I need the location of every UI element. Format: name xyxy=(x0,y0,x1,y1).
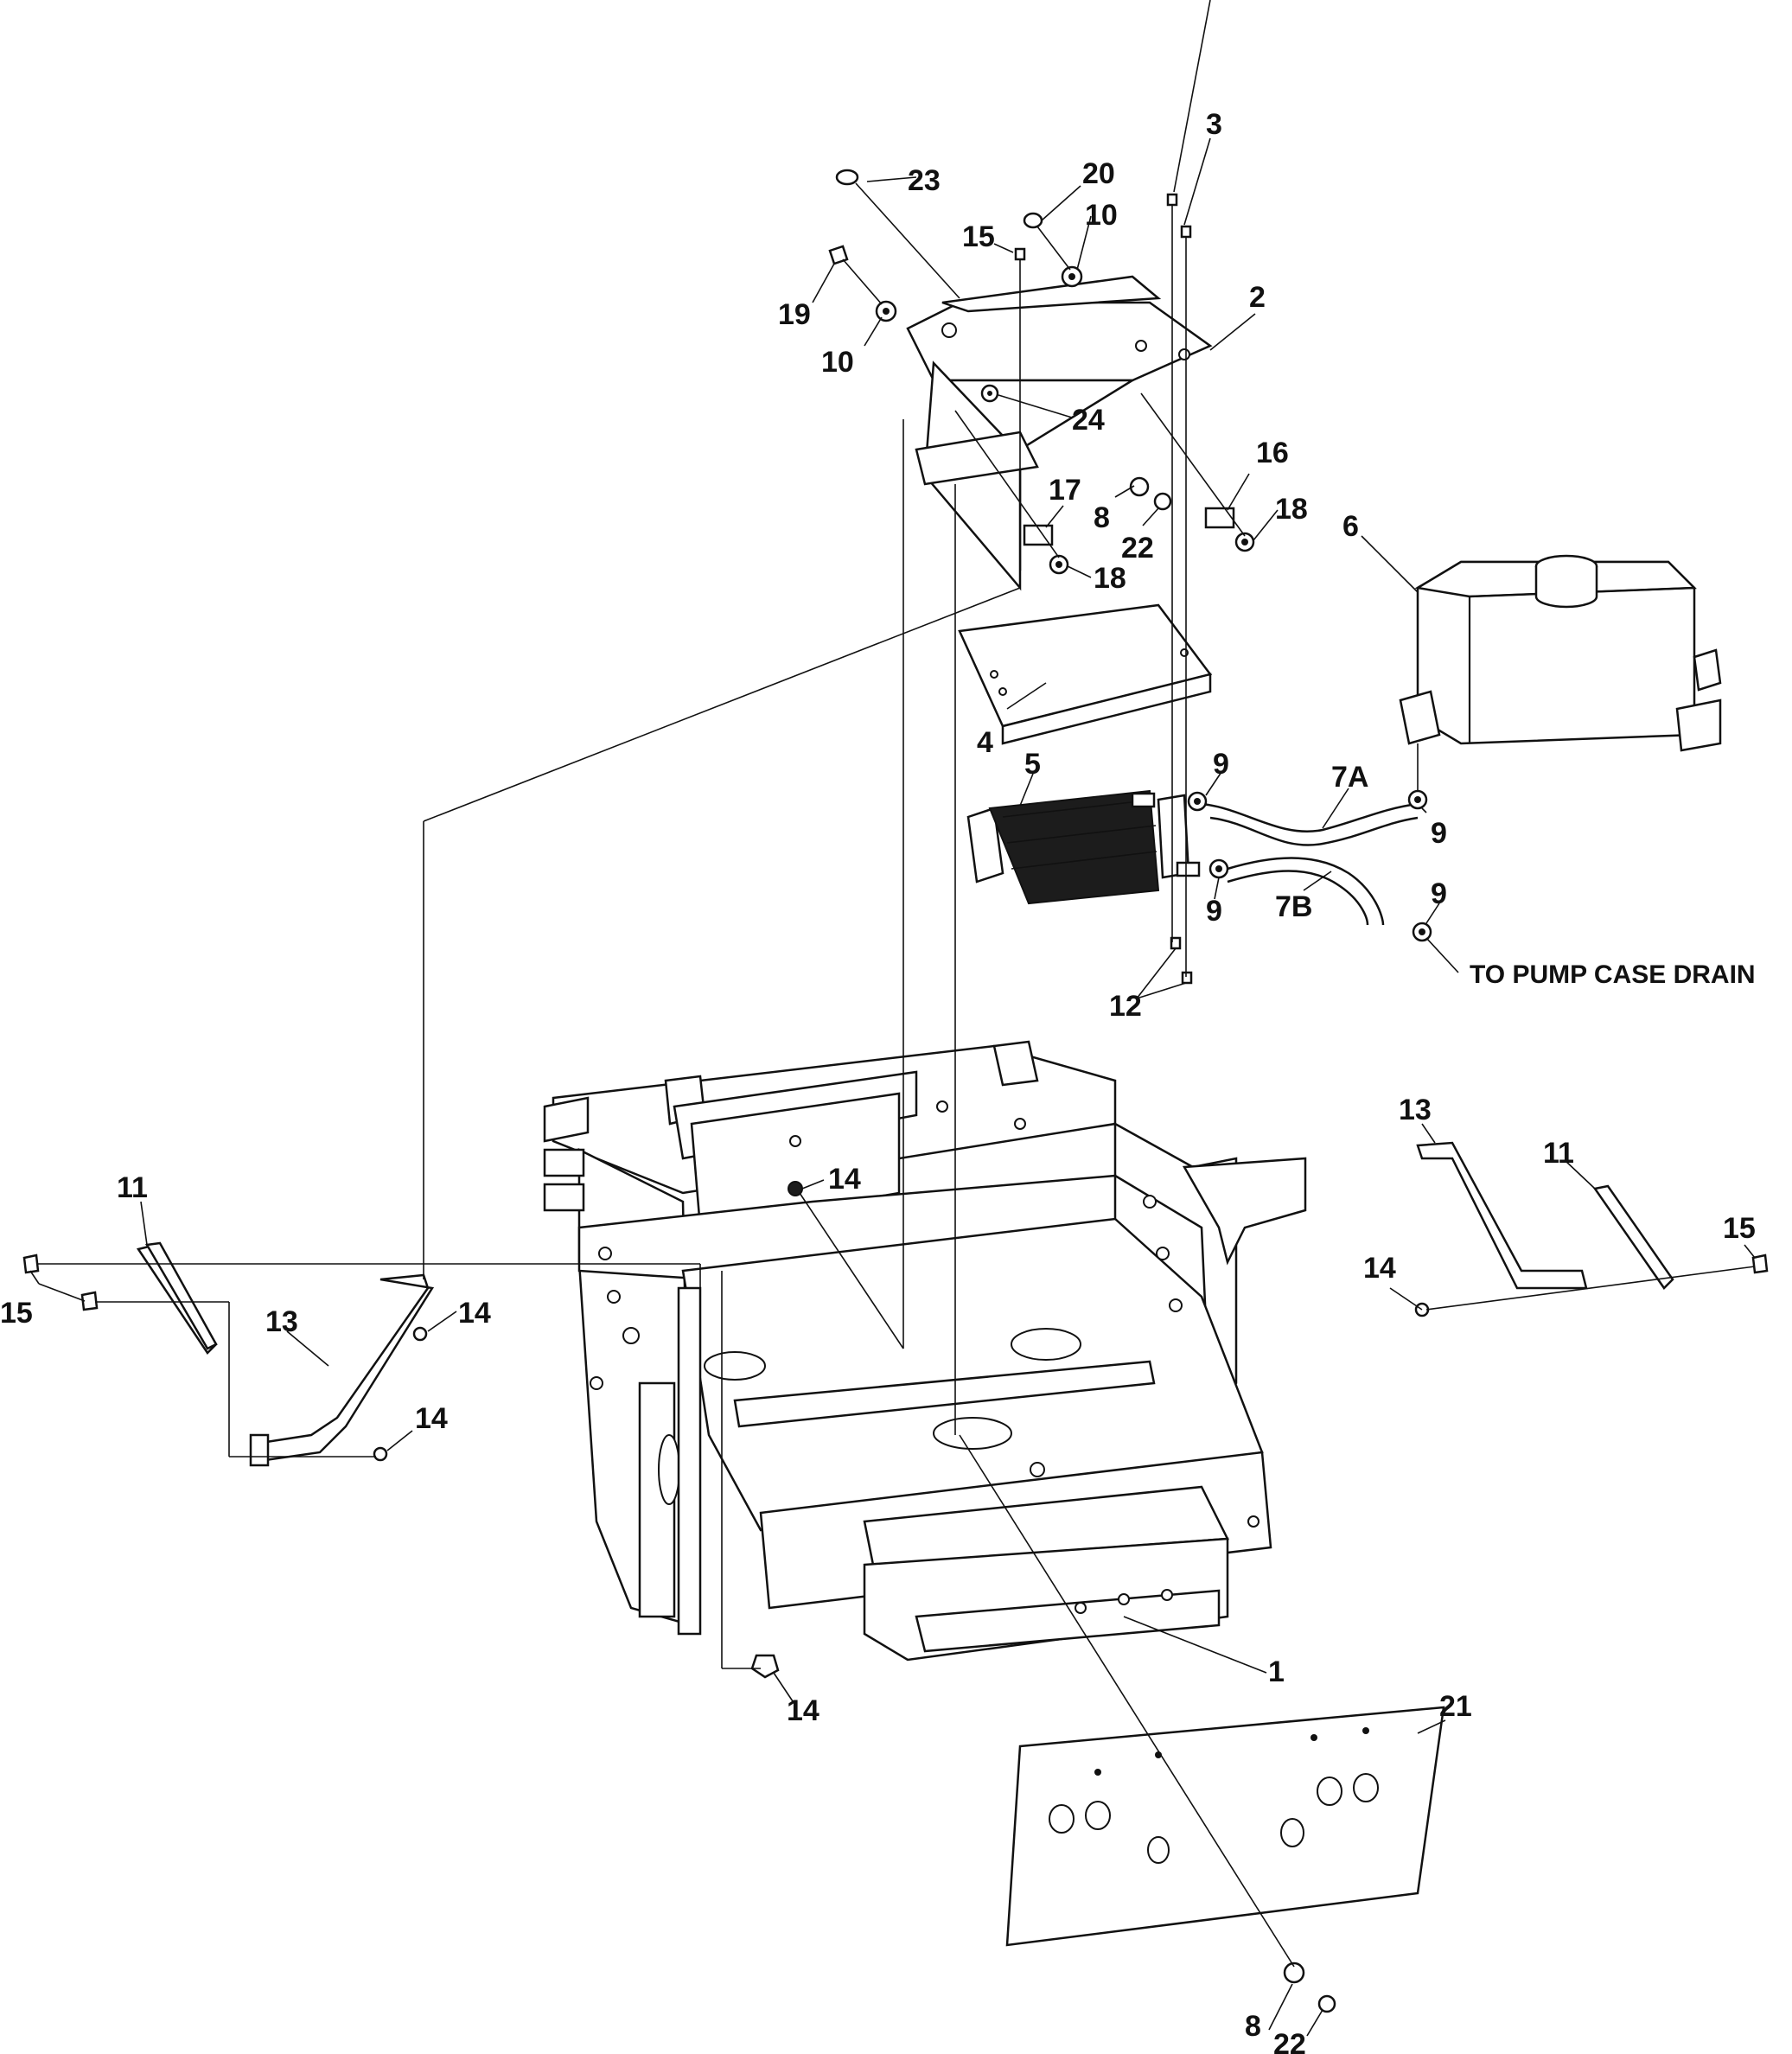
callout-8-top: 8 xyxy=(1094,501,1110,534)
callout-14-strap-bottom: 14 xyxy=(415,1402,448,1435)
callout-12: 12 xyxy=(1109,990,1142,1023)
hose-7b xyxy=(1227,857,1385,926)
callout-11-left: 11 xyxy=(117,1171,148,1204)
callout-11-right: 11 xyxy=(1543,1137,1574,1170)
callout-9-b: 9 xyxy=(1431,817,1447,850)
right-bracket xyxy=(1592,1184,1674,1290)
callout-9-a: 9 xyxy=(1213,748,1229,781)
callout-15-left: 15 xyxy=(0,1297,33,1330)
seat-bracket xyxy=(906,275,1213,591)
panel xyxy=(1005,1706,1445,1947)
callout-9-d: 9 xyxy=(1431,877,1447,910)
callout-6: 6 xyxy=(1342,510,1359,543)
callout-18-left: 18 xyxy=(1094,562,1126,595)
callout-7b: 7B xyxy=(1275,890,1312,923)
callout-10-a: 10 xyxy=(1085,199,1118,232)
reservoir-tank xyxy=(1399,554,1722,752)
callout-22-top: 22 xyxy=(1121,532,1154,565)
callout-13-left: 13 xyxy=(265,1305,298,1338)
callout-15-top: 15 xyxy=(962,220,995,253)
callout-10-b: 10 xyxy=(821,346,854,379)
hose-7a xyxy=(1201,802,1419,846)
plate xyxy=(958,603,1213,745)
callout-17: 17 xyxy=(1049,474,1081,507)
callout-1: 1 xyxy=(1268,1655,1285,1688)
callout-4: 4 xyxy=(977,726,993,759)
main-frame xyxy=(543,1040,1307,1662)
callout-22-bottom: 22 xyxy=(1273,2028,1306,2054)
callout-13-right: 13 xyxy=(1399,1094,1432,1126)
callout-15-right: 15 xyxy=(1723,1212,1756,1245)
callout-14-strap-top: 14 xyxy=(458,1297,491,1330)
callout-23: 23 xyxy=(908,164,941,197)
callout-16: 16 xyxy=(1256,437,1289,469)
callout-14-bottom: 14 xyxy=(787,1694,819,1727)
callout-5: 5 xyxy=(1024,748,1041,781)
callout-14-right: 14 xyxy=(1363,1252,1396,1285)
pump-case-drain-note: TO PUMP CASE DRAIN xyxy=(1470,960,1756,989)
left-bracket xyxy=(136,1241,218,1355)
callout-20: 20 xyxy=(1082,157,1115,190)
oil-cooler xyxy=(966,789,1201,905)
callout-14-frame: 14 xyxy=(828,1163,861,1196)
callout-18-right: 18 xyxy=(1275,493,1308,526)
callout-19: 19 xyxy=(778,298,811,331)
callout-3: 3 xyxy=(1206,108,1222,141)
callout-8-bottom: 8 xyxy=(1245,2010,1261,2043)
leader-lines xyxy=(29,0,1756,2037)
callout-7a: 7A xyxy=(1331,761,1368,794)
callout-24: 24 xyxy=(1072,404,1105,437)
callout-9-c: 9 xyxy=(1206,895,1222,928)
callout-labels: 1 2 3 4 5 6 7A 7B 8 8 9 9 9 9 10 10 11 1… xyxy=(0,108,1756,2054)
callout-2: 2 xyxy=(1249,281,1266,314)
left-strap xyxy=(249,1273,435,1467)
callout-21: 21 xyxy=(1439,1690,1472,1723)
assembly-lines xyxy=(36,182,1756,1968)
